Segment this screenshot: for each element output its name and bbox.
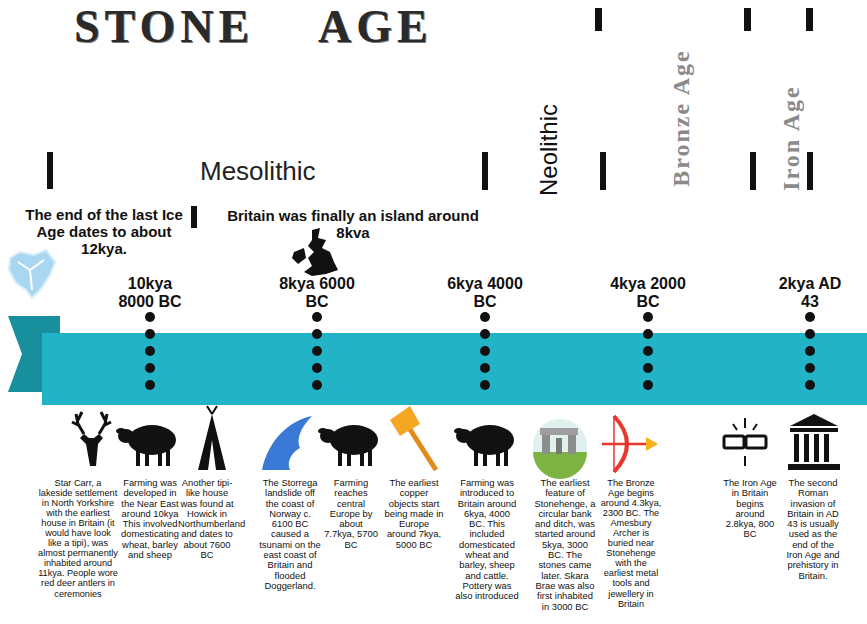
ice-icon	[9, 250, 55, 298]
timeline-dot	[805, 363, 815, 373]
bow-arrow-icon	[602, 416, 658, 472]
timeline-dot	[805, 312, 815, 322]
timeline-dot	[805, 329, 815, 339]
timeline-dot	[643, 346, 653, 356]
tipi-icon	[198, 406, 226, 470]
timeline-dot	[312, 363, 322, 373]
era-label: Neolithic	[535, 104, 563, 196]
timeline-dot	[312, 329, 322, 339]
event-description: The second Roman invasion of Britain in …	[783, 478, 843, 581]
timeline-dot	[312, 346, 322, 356]
event-description: The Iron Age in Britain begins around 2.…	[721, 478, 779, 540]
era-label: Iron Age	[778, 85, 805, 191]
axe-icon	[390, 406, 436, 470]
timeline-dot	[805, 346, 815, 356]
deer-icon	[72, 412, 111, 466]
era-bar	[47, 152, 53, 189]
timeline-dot	[145, 380, 155, 390]
era-bar	[595, 8, 602, 31]
date-label: 2kya AD 43	[770, 275, 850, 311]
event-description: Farming was introduced to Britain around…	[455, 478, 519, 602]
note-text: Britain was finally an island around 8kv…	[218, 207, 488, 241]
event-description: The Bronze Age begins around 4.3kya, 230…	[600, 478, 662, 609]
page-title: STONE AGE	[74, 0, 433, 53]
era-bar	[482, 152, 488, 190]
timeline-dot	[312, 312, 322, 322]
era-bar	[807, 152, 813, 190]
event-description: Farming reaches central Europe by about …	[323, 478, 379, 550]
timeline-dot	[480, 329, 490, 339]
timeline-dot	[145, 346, 155, 356]
timeline-dot	[480, 380, 490, 390]
date-label: 4kya 2000 BC	[608, 275, 688, 311]
era-label: Mesolithic	[200, 156, 350, 187]
event-description: The earliest copper objects start being …	[384, 478, 444, 550]
timeline-dot	[480, 346, 490, 356]
event-description: Another tipi-like house was found at How…	[178, 478, 236, 560]
sheep-icon	[116, 425, 176, 466]
era-bar	[750, 152, 756, 190]
timeline-band	[42, 333, 867, 405]
stonehenge-icon	[533, 419, 587, 479]
date-label: 6kya 4000 BC	[445, 275, 525, 311]
note-text: The end of the last Ice Age dates to abo…	[14, 206, 194, 257]
date-label: 8kya 6000 BC	[277, 275, 357, 311]
event-description: Farming was developed in the Near East a…	[120, 478, 180, 560]
timeline-dot	[643, 380, 653, 390]
event-description: The Storrega landslide off the coast of …	[259, 478, 321, 591]
timeline-dot	[805, 380, 815, 390]
event-description: The earliest feature of Stonehenge, a ci…	[533, 478, 597, 612]
timeline-dots	[145, 312, 815, 390]
timeline-dot	[480, 312, 490, 322]
event-description: Star Carr, a lakeside settlement in Nort…	[38, 478, 118, 599]
sheep-icon	[318, 425, 378, 466]
era-bar	[191, 206, 197, 228]
timeline-dot	[145, 329, 155, 339]
era-bar	[600, 152, 606, 190]
era-label: Bronze Age	[668, 49, 695, 187]
timeline-dot	[312, 380, 322, 390]
wave-icon	[262, 416, 312, 470]
uk-map-icon	[304, 228, 338, 276]
timeline-dot	[480, 363, 490, 373]
era-bar	[744, 8, 751, 31]
sheep-icon	[454, 425, 514, 466]
timeline-dot	[643, 329, 653, 339]
temple-icon	[788, 414, 840, 470]
era-bar	[806, 8, 813, 31]
timeline-dot	[145, 312, 155, 322]
timeline-dot	[145, 363, 155, 373]
timeline-dot	[643, 363, 653, 373]
timeline-dot	[643, 312, 653, 322]
iron-chain-icon	[724, 418, 766, 466]
date-label: 10kya 8000 BC	[110, 275, 190, 311]
